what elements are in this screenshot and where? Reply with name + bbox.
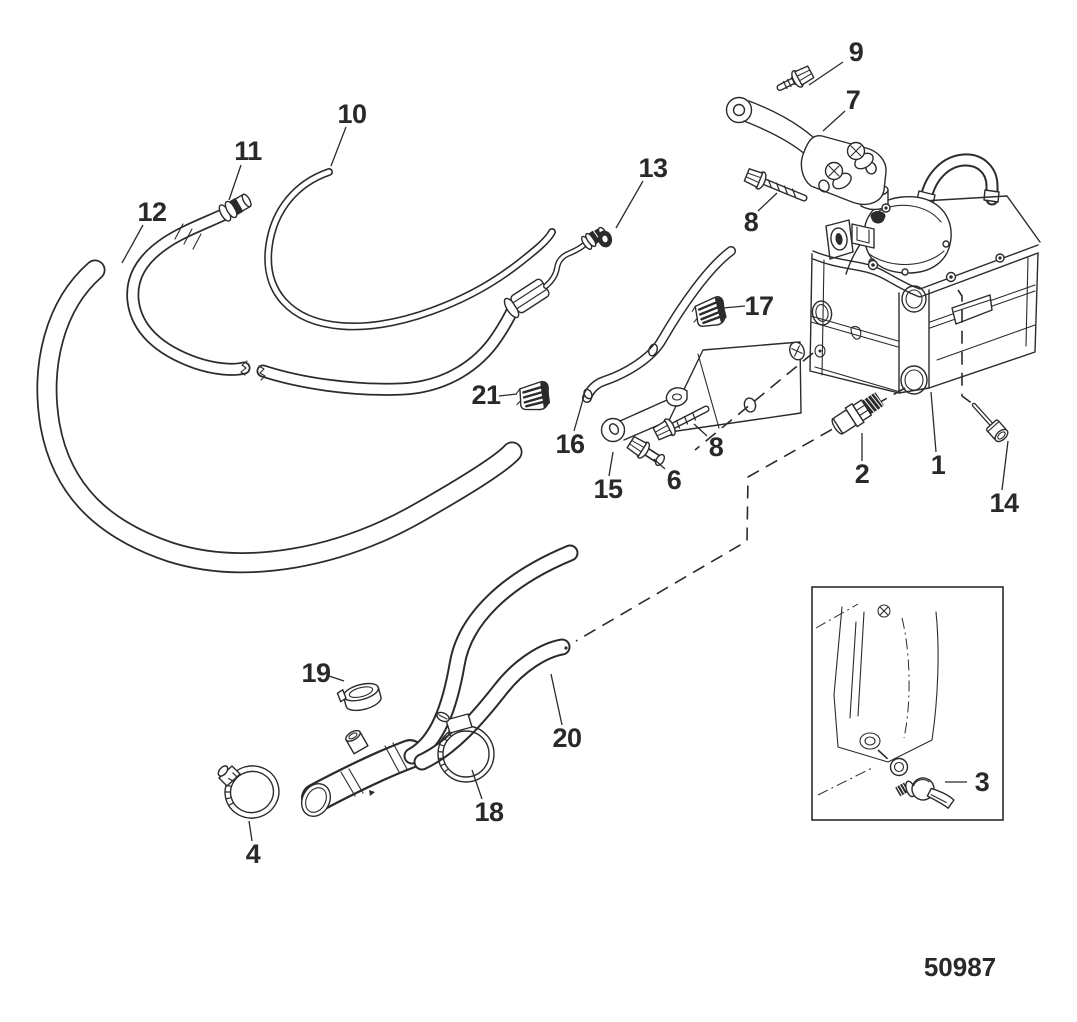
clamp-4 bbox=[217, 765, 280, 819]
callout-19: 19 bbox=[301, 658, 331, 688]
callout-20: 20 bbox=[552, 723, 581, 753]
phantom-line-hose bbox=[575, 387, 906, 642]
leader-line-21 bbox=[498, 393, 518, 397]
leader-line-18 bbox=[471, 769, 483, 800]
seal-13 bbox=[597, 230, 613, 248]
leader-line-14 bbox=[1001, 440, 1009, 491]
leader-line-11 bbox=[228, 164, 242, 201]
hose-assembly-11 bbox=[126, 193, 607, 396]
screw-14 bbox=[971, 402, 1009, 443]
callout-11: 11 bbox=[234, 136, 262, 166]
leader-line-1 bbox=[930, 391, 937, 453]
bolt-8-lower bbox=[651, 405, 710, 443]
callout-8: 8 bbox=[709, 432, 724, 462]
clamp-18 bbox=[436, 711, 495, 783]
bracket-rivet bbox=[789, 341, 805, 361]
callout-10: 10 bbox=[337, 99, 366, 129]
leader-line-20 bbox=[550, 673, 563, 726]
hose-side-port bbox=[345, 729, 369, 755]
callout-6: 6 bbox=[667, 465, 682, 495]
callout-15: 15 bbox=[593, 474, 623, 504]
hose-fitting-11 bbox=[218, 193, 252, 222]
clip-21 bbox=[513, 379, 553, 414]
bracket-studs bbox=[824, 141, 874, 190]
fuel-pump-assembly-1 bbox=[809, 153, 1041, 395]
leader-line-10 bbox=[330, 126, 347, 167]
leader-line-17 bbox=[722, 305, 746, 309]
drain-plug-3 bbox=[895, 777, 955, 809]
phantom-line-bracket bbox=[694, 352, 814, 451]
callout-7: 7 bbox=[846, 85, 861, 115]
leader-line-19 bbox=[328, 675, 345, 682]
hose-12 bbox=[36, 259, 523, 574]
leader-line-7 bbox=[822, 110, 846, 132]
bracket-16 bbox=[582, 246, 736, 403]
bracket-15 bbox=[600, 341, 805, 443]
callout-21: 21 bbox=[471, 380, 501, 410]
bracket-7 bbox=[725, 96, 887, 206]
callout-12: 12 bbox=[137, 197, 166, 227]
bolt-8-upper bbox=[742, 165, 808, 202]
hose-open-end bbox=[300, 783, 332, 817]
leader-line-6 bbox=[653, 458, 666, 470]
leader-line-9 bbox=[808, 61, 844, 86]
drawing-number: 50987 bbox=[924, 952, 996, 982]
o-ring bbox=[889, 757, 909, 777]
y-hose-20 bbox=[300, 544, 579, 817]
hose-10 bbox=[264, 168, 556, 331]
leader-line-4 bbox=[248, 820, 253, 842]
callout-4: 4 bbox=[246, 839, 261, 869]
leader-line-8 bbox=[757, 192, 778, 212]
callout-9: 9 bbox=[849, 37, 864, 67]
leader-line-8 bbox=[693, 423, 708, 437]
inset-detail-box bbox=[811, 586, 1004, 821]
callout-8: 8 bbox=[744, 207, 759, 237]
clamp-19 bbox=[336, 682, 382, 712]
clip-17 bbox=[688, 294, 730, 332]
bolt-9 bbox=[776, 63, 816, 91]
leader-line-16 bbox=[573, 395, 585, 432]
inset-pump-corner bbox=[815, 603, 939, 796]
leader-line-12 bbox=[121, 224, 144, 264]
fitting-2 bbox=[831, 392, 884, 435]
callout-18: 18 bbox=[474, 797, 504, 827]
hose-crimp-sleeve bbox=[503, 278, 550, 319]
callout-16: 16 bbox=[555, 429, 585, 459]
callout-13: 13 bbox=[638, 153, 668, 183]
phantom-line-screw bbox=[957, 289, 974, 405]
callout-17: 17 bbox=[744, 291, 773, 321]
leader-line-15 bbox=[608, 451, 614, 477]
callout-2: 2 bbox=[855, 459, 870, 489]
callout-1: 1 bbox=[931, 450, 946, 480]
callout-14: 14 bbox=[989, 488, 1019, 518]
hose-break-mark bbox=[240, 360, 266, 381]
callout-3: 3 bbox=[975, 767, 990, 797]
flange-screws bbox=[867, 203, 1005, 283]
leader-line-13 bbox=[615, 180, 644, 229]
